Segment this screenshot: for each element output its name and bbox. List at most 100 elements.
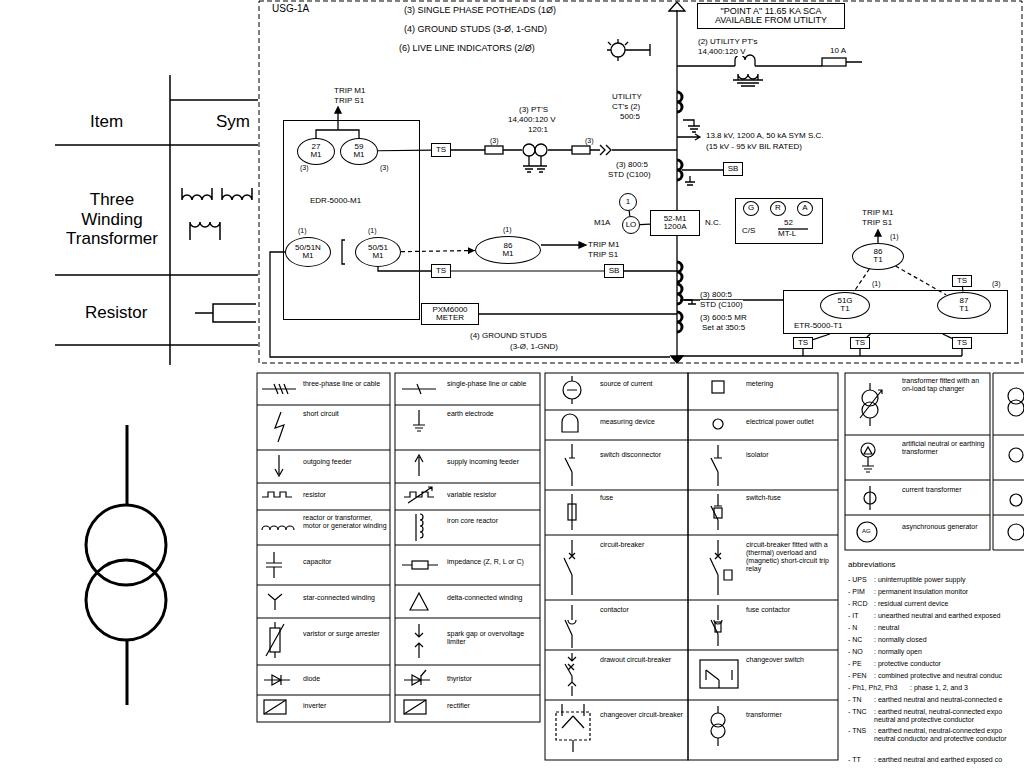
legend-cell-text: isolator <box>746 451 834 459</box>
legend-cell-text: thyristor <box>447 675 535 683</box>
node-label: TS <box>436 146 446 154</box>
callout-circle: 1 <box>619 193 637 211</box>
one-line-wiring <box>733 80 763 86</box>
one-line-frame <box>259 1 1022 363</box>
legend-cell-text: circuit-breaker fitted with a (thermal) … <box>746 541 834 573</box>
legend-cell-text: electrical power outlet <box>746 418 834 426</box>
diagram-label: (1) <box>298 227 307 235</box>
diagram-label: (15 kV - 95 kV BIL RATED) <box>706 142 802 151</box>
legend-cell-text: contactor <box>600 606 684 614</box>
legend-cell-text: diode <box>303 675 387 683</box>
diagram-label: (3) 800:5 <box>700 290 732 299</box>
connector <box>401 251 475 252</box>
legend-cell-text: earth electrode <box>447 410 535 418</box>
node-label: TS <box>957 277 967 285</box>
node-label: A <box>802 204 807 212</box>
legend-cell-text: switch disconnector <box>600 451 684 459</box>
diagram-label: Item <box>90 112 123 132</box>
node-label: 52-M1 <box>664 215 687 223</box>
symbol-drawings <box>275 412 284 442</box>
legend-cell-text: transformer fitted with an on-load tap c… <box>902 377 988 393</box>
symbol-drawings <box>568 504 576 520</box>
legend-cell-text: drawout circuit-breaker <box>600 656 684 664</box>
symbol-drawings <box>565 444 575 486</box>
symbol-drawings <box>700 660 738 688</box>
legend-cell-text: supply incoming feeder <box>447 458 535 466</box>
symbol-drawings <box>1008 400 1024 416</box>
diagram-label: Set at 350:5 <box>702 323 745 332</box>
abbreviation: - NC <box>848 636 862 644</box>
one-line-wiring <box>677 312 682 332</box>
diagram-label: (3-Ø, 1-GND) <box>510 342 558 351</box>
lockout-relay: 86T1 <box>852 243 904 270</box>
symbol-drawings <box>1010 494 1022 506</box>
diagram-label: TRIP M1 <box>334 86 365 95</box>
diagram-label: CT's (2) <box>612 102 640 111</box>
node-label: 51G <box>837 297 852 305</box>
indicator-light: R <box>770 201 786 216</box>
legend-cell-text: impedance (Z, R, L or C) <box>447 558 535 566</box>
legend-cell-text: inverter <box>303 702 387 710</box>
one-line-wiring <box>342 240 345 264</box>
symbol-drawings <box>861 443 875 457</box>
diagram-label: (4) GROUND STUDS (3-Ø, 1-GND) <box>404 24 547 34</box>
legend-cell-text: measuring device <box>600 418 684 426</box>
symbol-drawings <box>1009 448 1023 462</box>
symbol-drawings <box>404 487 434 503</box>
node-label: 1 <box>626 198 630 206</box>
abbreviation: - TNS <box>848 727 866 735</box>
one-line-wiring <box>822 58 846 66</box>
node-label: TS <box>855 339 865 347</box>
table-heading: abbreviations <box>848 560 896 569</box>
diagram-label: (1) <box>368 227 377 235</box>
diagram-label: (6) LIVE LINE INDICATORS (2/Ø) <box>399 43 535 53</box>
abbreviation-meaning: : neutral <box>874 624 899 632</box>
node-label: 87 <box>960 297 969 305</box>
symbol-drawings <box>713 419 723 429</box>
diagram-label: TRIP M1 <box>588 240 619 249</box>
symbol-table-grid <box>257 373 390 722</box>
relay-box: EDR-5000-M127M159M150/51NM150/51M1 <box>283 120 420 320</box>
connector <box>854 269 870 293</box>
one-line-wiring <box>611 43 625 57</box>
rating-box: "POINT A" 11.65 KA SCA AVAILABLE FROM UT… <box>697 3 845 29</box>
relay-circle: 50/51M1 <box>355 237 401 267</box>
symbol-drawings <box>413 410 425 431</box>
diagram-label: 13.8 kV, 1200 A, 50 kA SYM S.C. <box>706 131 824 140</box>
one-line-frame <box>259 1 1022 363</box>
breaker-box: 52-M11200A <box>650 210 700 236</box>
diagram-label: (3) <box>300 164 309 172</box>
one-line-wiring <box>485 146 503 154</box>
symbol-drawings <box>864 492 876 504</box>
diagram-label: (2) UTILITY PT's <box>698 37 758 46</box>
diagram-label: (3) <box>380 164 389 172</box>
legend-cell-text: changeover switch <box>746 656 834 664</box>
legend-cell-text: varistor or surge arrester <box>303 630 387 638</box>
legend-cell-text: asynchronous generator <box>902 523 988 531</box>
connector <box>813 334 830 340</box>
node-label: TS <box>957 339 967 347</box>
diagram-label: TRIP M1 <box>862 208 893 217</box>
node-label: PXM6000 METER <box>424 306 476 323</box>
abbreviation: - IT <box>848 612 859 620</box>
legend-cell-text: source of current <box>600 380 684 388</box>
one-line-wiring <box>523 156 547 172</box>
diagram-label: UTILITY <box>612 92 642 101</box>
relay-circle: 51GT1 <box>820 292 870 319</box>
test-switch: TS <box>793 337 813 349</box>
one-line-wiring <box>875 230 881 236</box>
one-line-wiring <box>316 112 359 138</box>
lockout-relay: 86M1 <box>475 236 541 264</box>
transformer-symbol <box>86 425 166 705</box>
symbol-drawings <box>264 700 286 714</box>
one-line-wiring <box>607 39 650 61</box>
symbol-table-grid <box>545 373 688 760</box>
relay-circle: 27M1 <box>297 138 335 165</box>
symbol-table-grid <box>257 405 390 695</box>
indicator-light: G <box>743 201 759 216</box>
node-label: 59 <box>355 143 364 151</box>
one-line-wiring <box>579 242 586 248</box>
symbol-drawings <box>710 540 732 595</box>
symbol-drawings <box>860 383 882 426</box>
